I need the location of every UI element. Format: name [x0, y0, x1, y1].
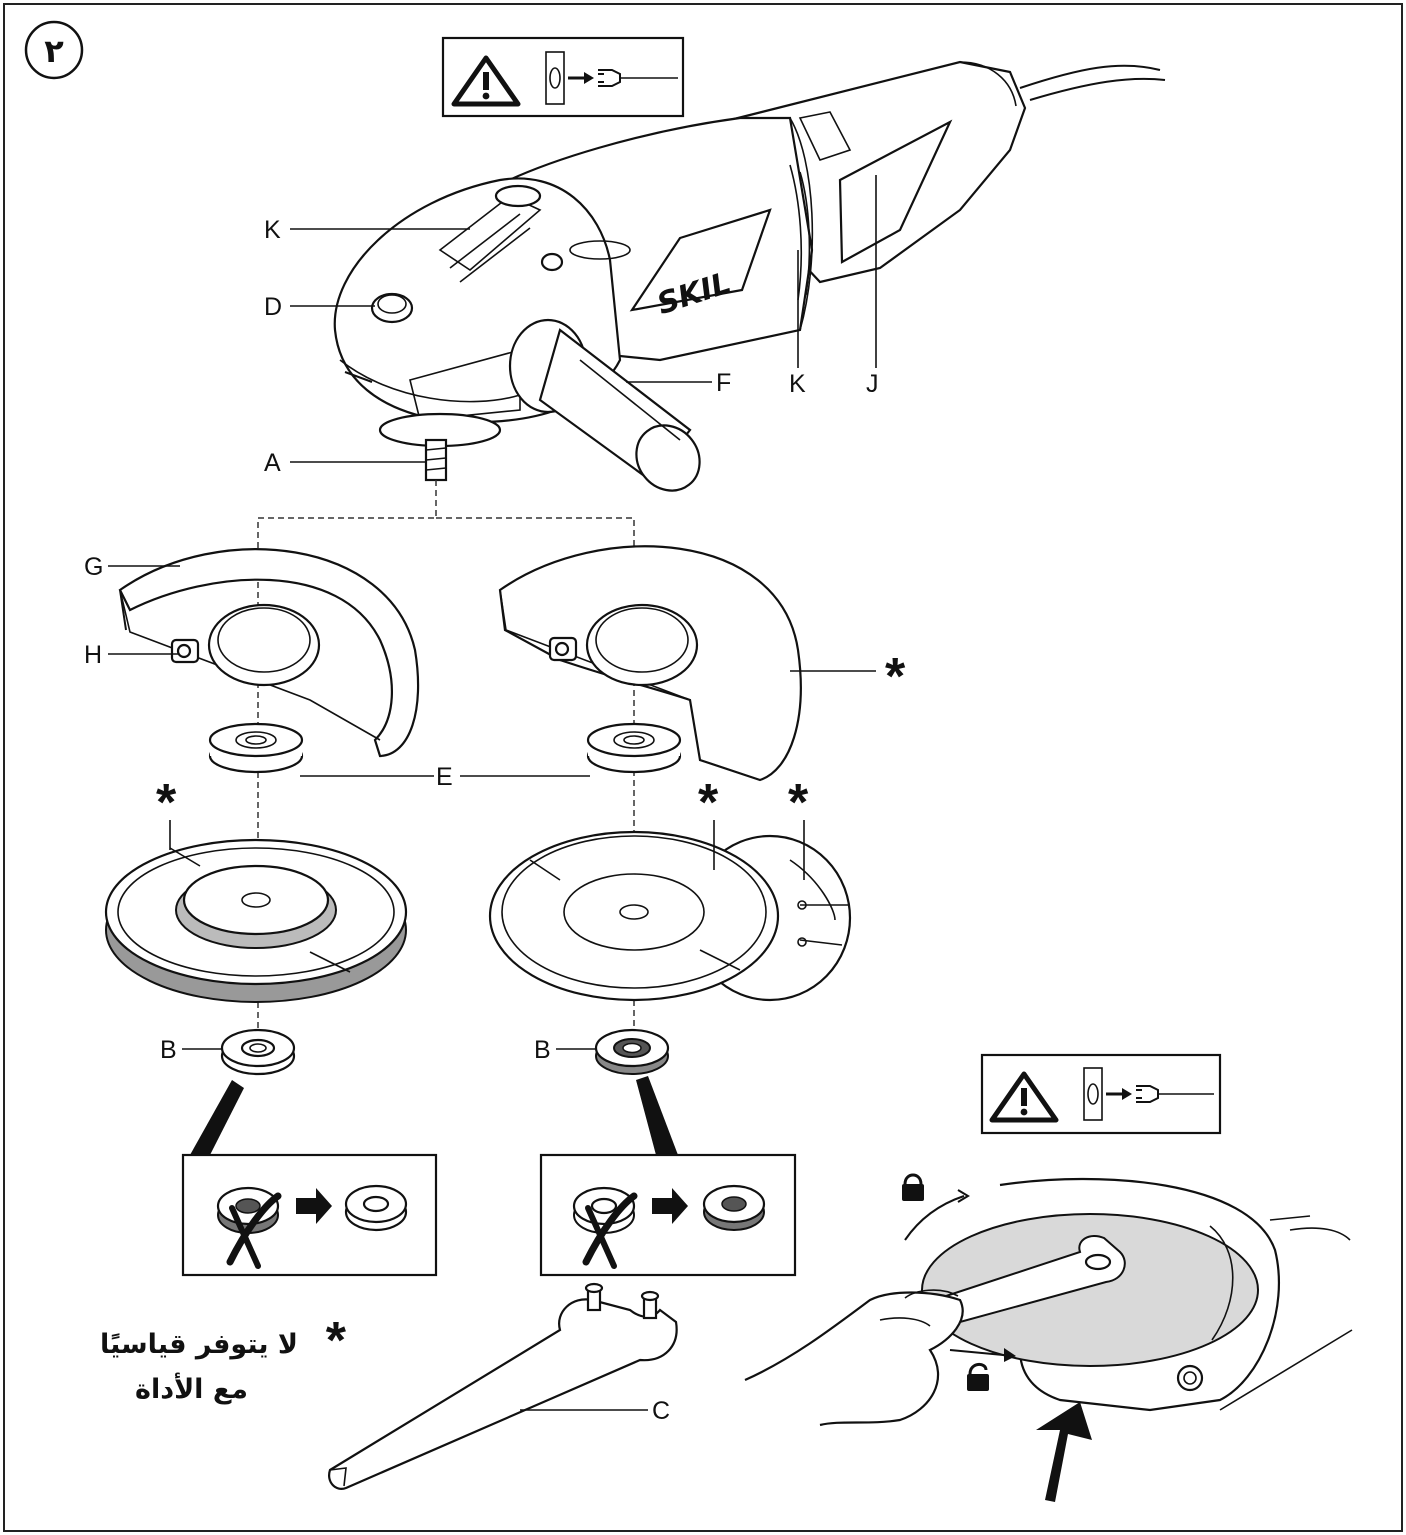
cutting-disc	[488, 830, 780, 1002]
label-g-guard: G	[84, 553, 103, 581]
label-h-clamp: H	[84, 641, 102, 669]
padlock-open-icon	[967, 1363, 989, 1391]
asterisk-grinding-disc: *	[156, 774, 177, 832]
cross-mark-icon	[582, 1192, 638, 1269]
grinder-callouts: K D A F K J	[264, 175, 879, 477]
figure-border	[3, 3, 1403, 1532]
asterisk-diamond-disc: *	[788, 774, 809, 832]
warning-triangle-icon	[989, 1071, 1059, 1123]
label-j-switch: J	[866, 370, 879, 398]
clamp-nut-right	[594, 1028, 670, 1075]
asterisk-cutting-disc: *	[698, 774, 719, 832]
label-e-inner-flange: E	[436, 763, 453, 791]
clamp-nut-correct-orientation	[702, 1184, 766, 1231]
wheel-guard-left	[118, 548, 420, 758]
callout-pointer-left	[190, 1080, 244, 1155]
clamp-nut-left	[220, 1028, 296, 1076]
inner-flange-right	[586, 722, 682, 774]
footnote-asterisk: *	[326, 1312, 347, 1370]
clamp-nut-correct-orientation	[344, 1184, 408, 1232]
label-d-spindle-lock: D	[264, 293, 282, 321]
cross-mark-icon	[226, 1192, 282, 1269]
footnote: * لا يتوفر قياسيًا مع الأداة	[100, 1312, 347, 1405]
inner-flange-left	[208, 722, 304, 774]
warning-unplug-box-top	[441, 36, 685, 118]
wheel-guard-right-cutting	[498, 545, 802, 782]
nut-orientation-detail-right	[539, 1153, 797, 1277]
warning-unplug-box-bottom	[980, 1053, 1222, 1135]
warning-triangle-icon	[451, 55, 521, 107]
label-b-clamp-nut-right: B	[534, 1036, 551, 1064]
unplug-from-socket-icon	[1083, 1067, 1214, 1121]
label-k-vents: K	[264, 216, 281, 244]
push-arrow-icon	[1036, 1402, 1092, 1502]
footnote-line-2: مع الأداة	[135, 1372, 248, 1405]
label-k-vents-side: K	[789, 370, 806, 398]
footnote-line-1: لا يتوفر قياسيًا	[100, 1329, 298, 1360]
padlock-closed-icon	[902, 1173, 924, 1201]
label-c-pin-spanner: C	[652, 1397, 670, 1425]
grinding-disc-depressed-centre	[104, 838, 408, 1003]
nut-orientation-detail-left	[181, 1153, 438, 1277]
spindle-lock-button	[370, 292, 414, 324]
label-b-clamp-nut-left: B	[160, 1036, 177, 1064]
unplug-from-socket-icon	[545, 51, 678, 105]
angle-grinder: SKIL	[333, 60, 1166, 492]
figure-number: ٢	[44, 32, 64, 70]
right-arrow-icon	[652, 1188, 688, 1224]
trigger-switch-j	[838, 119, 953, 264]
pin-spanner	[328, 1282, 678, 1490]
label-a-spindle: A	[264, 449, 281, 477]
figure-number-badge: ٢	[24, 20, 84, 80]
callout-pointer-right	[636, 1076, 678, 1155]
guard-clamp-screw	[176, 643, 192, 659]
assembly-axis-lines	[257, 480, 635, 1030]
disc-change-illustration	[744, 1173, 1353, 1502]
asterisk-guard-right: *	[885, 648, 906, 706]
right-arrow-icon	[296, 1188, 332, 1224]
auxiliary-handle	[508, 318, 701, 492]
label-f-aux-handle: F	[716, 369, 731, 397]
